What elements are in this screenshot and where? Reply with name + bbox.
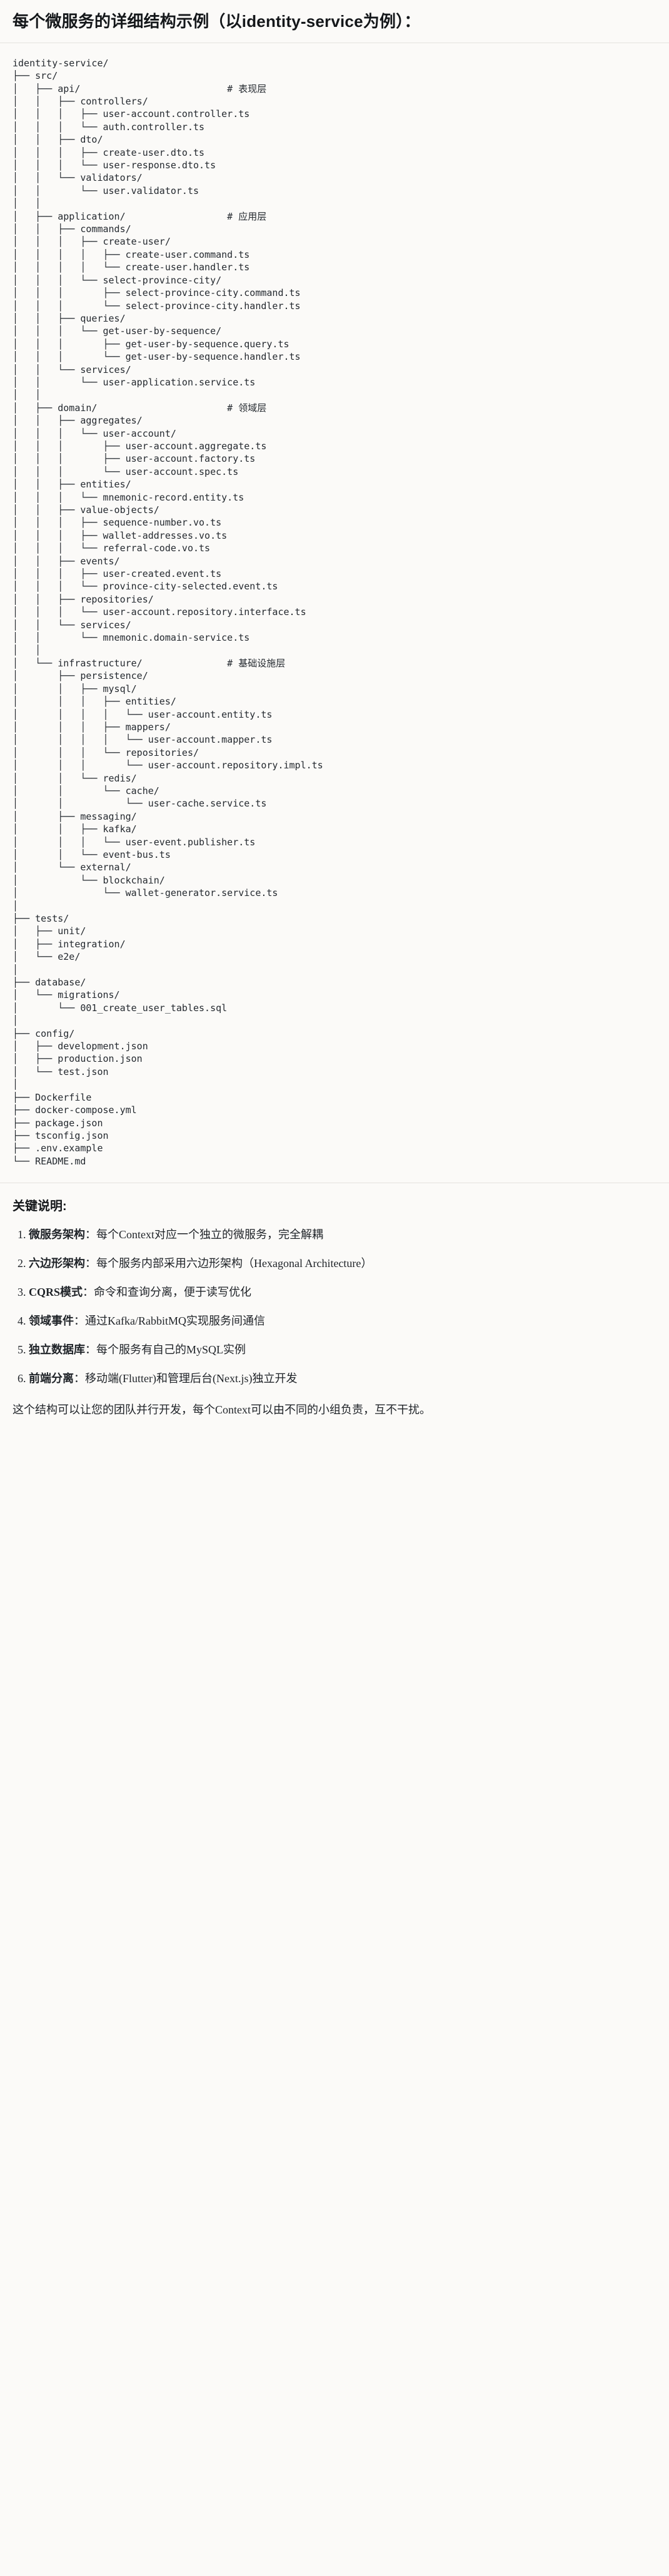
list-item: 微服务架构：每个Context对应一个独立的微服务，完全解耦 <box>29 1226 656 1244</box>
note-term: CQRS模式 <box>29 1285 83 1298</box>
note-desc: ：每个服务有自己的MySQL实例 <box>85 1343 246 1356</box>
page-title: 每个微服务的详细结构示例（以identity-service为例）： <box>13 12 421 31</box>
note-desc: ：通过Kafka/RabbitMQ实现服务间通信 <box>74 1314 265 1327</box>
key-points-section: 关键说明: 微服务架构：每个Context对应一个独立的微服务，完全解耦 六边形… <box>0 1183 669 1437</box>
note-term: 微服务架构 <box>29 1228 85 1241</box>
directory-tree: identity-service/ ├── src/ │ ├── api/ # … <box>13 57 323 1167</box>
note-desc: ：每个Context对应一个独立的微服务，完全解耦 <box>85 1228 323 1241</box>
closing-paragraph: 这个结构可以让您的团队并行开发，每个Context可以由不同的小组负责，互不干扰… <box>13 1403 431 1417</box>
note-desc: ：命令和查询分离，便于读写优化 <box>83 1285 252 1298</box>
key-points-list: 微服务架构：每个Context对应一个独立的微服务，完全解耦 六边形架构：每个服… <box>13 1226 656 1387</box>
list-item: 独立数据库：每个服务有自己的MySQL实例 <box>29 1341 656 1359</box>
list-item: 领域事件：通过Kafka/RabbitMQ实现服务间通信 <box>29 1313 656 1330</box>
directory-tree-block: identity-service/ ├── src/ │ ├── api/ # … <box>0 43 669 1183</box>
list-item: 六边形架构：每个服务内部采用六边形架构（Hexagonal Architectu… <box>29 1255 656 1273</box>
note-term: 前端分离 <box>29 1372 74 1385</box>
document-page: 每个微服务的详细结构示例（以identity-service为例）： ident… <box>0 0 669 1437</box>
note-term: 六边形架构 <box>29 1257 85 1270</box>
note-term: 独立数据库 <box>29 1343 85 1356</box>
note-desc: ：移动端(Flutter)和管理后台(Next.js)独立开发 <box>74 1372 298 1385</box>
list-item: 前端分离：移动端(Flutter)和管理后台(Next.js)独立开发 <box>29 1370 656 1388</box>
list-item: CQRS模式：命令和查询分离，便于读写优化 <box>29 1284 656 1301</box>
note-term: 领域事件 <box>29 1314 74 1327</box>
key-points-heading: 关键说明: <box>13 1199 67 1214</box>
note-desc: ：每个服务内部采用六边形架构（Hexagonal Architecture） <box>85 1257 373 1270</box>
